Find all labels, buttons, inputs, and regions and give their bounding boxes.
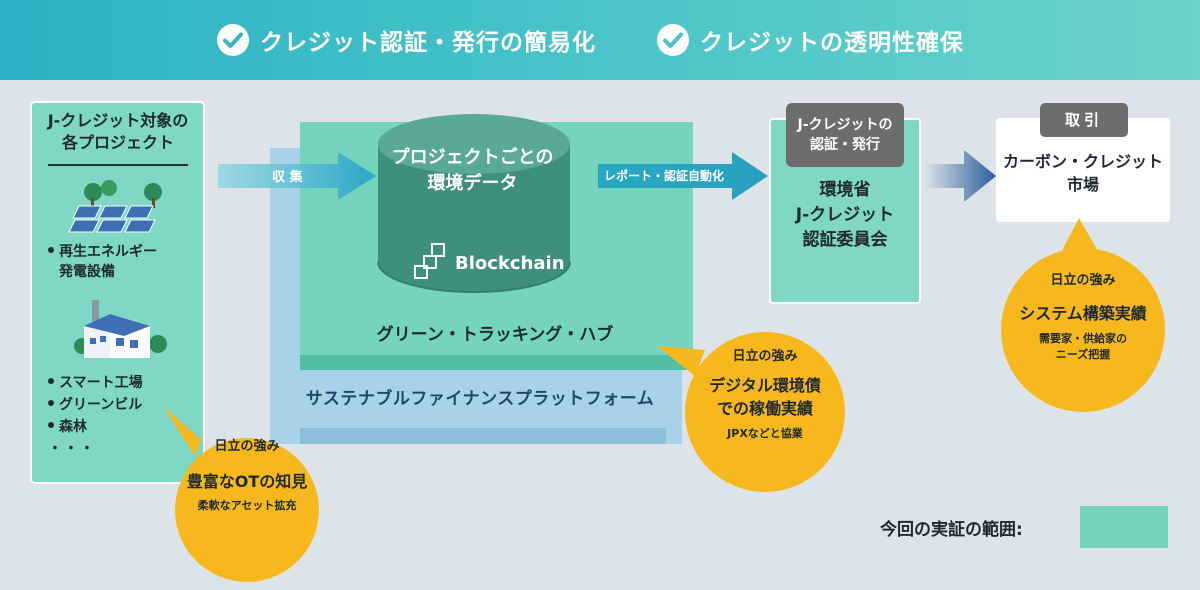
green-tracking-hub-label: グリーン・トラッキング・ハブ [376,325,614,345]
green-tracking-hub-edge [300,355,693,370]
market-arrow [924,150,996,202]
check-circle-icon [657,24,689,56]
header-item-transparency: クレジットの透明性確保 [656,23,964,57]
header-item-label: クレジット認証・発行の簡易化 [260,30,596,56]
strength-text-digital-bond: 日立の強み デジタル環境債 での稼働実績 JPXなどと協業 [709,349,821,440]
trading-tag: 取引 [1040,103,1128,137]
strength-text-system: 日立の強み システム構築実績 需要家・供給家の ニーズ把握 [1019,273,1147,361]
report-label: レポート・認証自動化 [604,169,725,183]
jcredit-committee-text: 環境省 J-クレジット 認証委員会 [795,180,895,250]
strength-bubble-digital-bond [657,332,845,492]
collect-label: 収 集 [272,170,303,185]
project-title-divider [48,164,188,166]
header-item-simplify: クレジット認証・発行の簡易化 [216,23,596,57]
carbon-credit-market-text: カーボン・クレジット 市場 [1002,152,1163,194]
solar-panel-icon [68,180,162,233]
strength-bubble-ot [163,406,319,582]
bullet-dot [48,422,54,428]
header-banner: クレジット認証・発行の簡易化 クレジットの透明性確保 [0,0,1200,80]
strength-text-ot: 日立の強み 豊富なOTの知見 柔軟なアセット拡充 [186,439,308,512]
bullet-dot [48,247,54,253]
cylinder-title: プロジェクトごとの 環境データ [391,147,554,194]
bullet-dot [48,378,54,384]
scope-legend-label: 今回の実証の範囲: [880,520,1023,540]
sustainable-finance-platform-label: サステナブルファイナンスプラットフォーム [305,389,655,409]
smart-factory-icon [74,300,167,358]
header-item-label: クレジットの透明性確保 [700,30,964,56]
jcredit-issuance-tag: J-クレジットの 認証・発行 [786,103,904,167]
bullet-dot [48,400,54,406]
scope-legend-swatch [1080,506,1168,548]
blockchain-label: Blockchain [455,253,565,274]
project-box-title: J-クレジット対象の 各プロジェクト [47,111,189,152]
project-group-facilities: スマート工場 グリーンビル 森林 ・・・ [48,375,143,457]
check-circle-icon [217,24,249,56]
strength-bubble-system [1001,218,1165,412]
collect-arrow [218,152,376,200]
platform-shadow [300,428,666,444]
project-group-energy: 再生エネルギー 発電設備 [48,242,157,282]
blockchain-icon [414,243,445,279]
report-arrow [598,152,768,200]
